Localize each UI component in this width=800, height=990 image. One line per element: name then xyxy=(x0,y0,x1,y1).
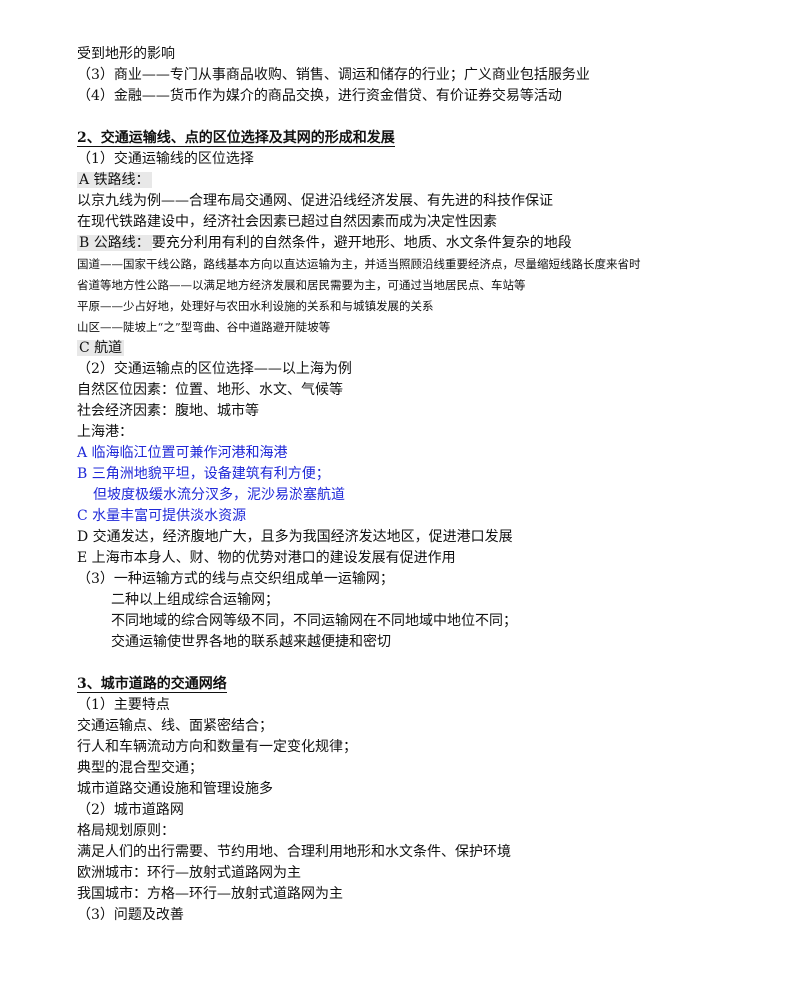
text-line: 二种以上组成综合运输网； xyxy=(111,592,279,608)
section-heading: 2、交通运输线、点的区位选择及其网的形成和发展 xyxy=(77,130,395,147)
text-line: 平原——少占好地，处理好与农田水利设施的关系和与城镇发展的关系 xyxy=(77,299,434,313)
text-line: （1）交通运输线的区位选择 xyxy=(77,151,254,167)
text-line: （3）问题及改善 xyxy=(77,907,184,923)
text-line: A 铁路线： xyxy=(77,170,777,191)
text-line: 以京九线为例——合理布局交通网、促进沿线经济发展、有先进的科技作保证 xyxy=(77,193,553,209)
text-line: （3）商业——专门从事商品收购、销售、调运和储存的行业；广义商业包括服务业 xyxy=(77,67,590,83)
text-line: 我国城市：方格—环行—放射式道路网为主 xyxy=(77,886,343,902)
text-line: 自然区位因素：位置、地形、水文、气候等 xyxy=(77,382,343,398)
text-line: 省道等地方性公路——以满足地方经济发展和居民需要为主，可通过当地居民点、车站等 xyxy=(77,278,526,292)
text-line: 交通运输使世界各地的联系越来越便捷和密切 xyxy=(111,634,391,650)
text-line: 山区——陡坡上“之”型弯曲、谷中道路避开陡坡等 xyxy=(77,320,331,334)
document-body: 受到地形的影响 （3）商业——专门从事商品收购、销售、调运和储存的行业；广义商业… xyxy=(77,44,777,926)
text-line: 国道——国家干线公路，路线基本方向以直达运输为主，并适当照顾沿线重要经济点，尽量… xyxy=(77,257,641,271)
text-line: 城市道路交通设施和管理设施多 xyxy=(77,781,273,797)
text-line: （2）城市道路网 xyxy=(77,802,184,818)
text-line: （4）金融——货币作为媒介的商品交换，进行资金借贷、有价证券交易等活动 xyxy=(77,88,562,104)
text-line: 交通运输点、线、面紧密结合； xyxy=(77,718,273,734)
text-line: 行人和车辆流动方向和数量有一定变化规律； xyxy=(77,739,357,755)
text-line: 典型的混合型交通； xyxy=(77,760,203,776)
text-line: 满足人们的出行需要、节约用地、合理利用地形和水文条件、保护环境 xyxy=(77,844,511,860)
subheading-label: A 铁路线： xyxy=(77,172,152,188)
text-line: 格局规划原则： xyxy=(77,823,175,839)
highlighted-line: 但坡度极缓水流分汊多，泥沙易淤塞航道 xyxy=(93,487,345,503)
text-line: E 上海市本身人、财、物的优势对港口的建设发展有促进作用 xyxy=(77,550,456,566)
highlighted-line: C 水量丰富可提供淡水资源 xyxy=(77,508,247,524)
section-heading: 3、城市道路的交通网络 xyxy=(77,676,227,693)
text-line: 在现代铁路建设中，经济社会因素已超过自然因素而成为决定性因素 xyxy=(77,214,497,230)
text-line: 社会经济因素：腹地、城市等 xyxy=(77,403,259,419)
text-line: D 交通发达，经济腹地广大，且多为我国经济发达地区，促进港口发展 xyxy=(77,529,513,545)
text-line: 受到地形的影响 xyxy=(77,46,175,62)
text-line: （2）交通运输点的区位选择——以上海为例 xyxy=(77,361,352,377)
subheading-label: C 航道 xyxy=(77,340,125,356)
text-line: 欧洲城市：环行—放射式道路网为主 xyxy=(77,865,301,881)
text-line: （3）一种运输方式的线与点交织组成单一运输网； xyxy=(77,571,394,587)
text-line: C 航道 xyxy=(77,338,777,359)
text-line: B 公路线：要充分利用有利的自然条件，避开地形、地质、水文条件复杂的地段 xyxy=(77,235,572,251)
text-line: （1）主要特点 xyxy=(77,697,170,713)
highlighted-line: A 临海临江位置可兼作河港和海港 xyxy=(77,445,288,461)
text-line: 上海港： xyxy=(77,424,133,440)
highlighted-line: B 三角洲地貌平坦，设备建筑有利方便； xyxy=(77,466,330,482)
text-line: 不同地域的综合网等级不同，不同运输网在不同地域中地位不同； xyxy=(111,613,517,629)
subheading-label: B 公路线： xyxy=(77,235,152,251)
